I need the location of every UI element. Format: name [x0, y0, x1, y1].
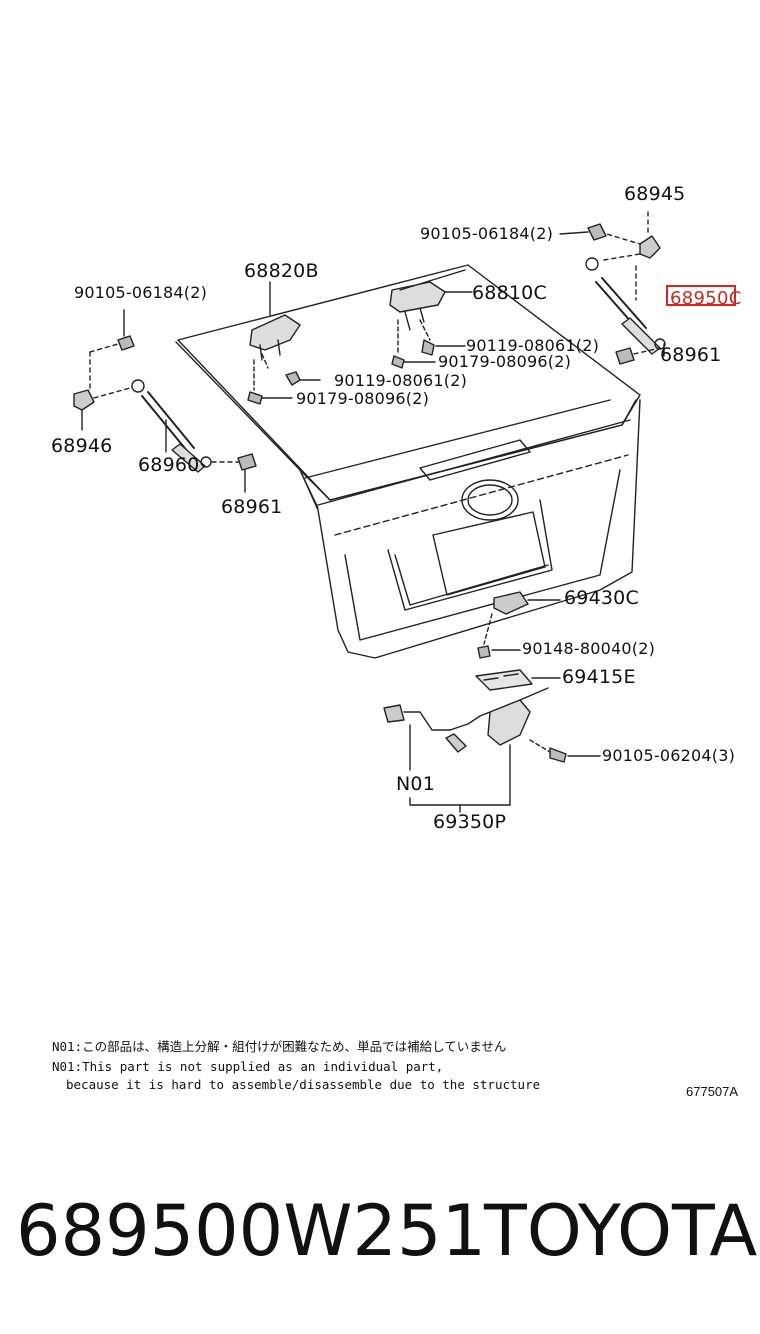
label-69430c: 69430C [564, 587, 639, 609]
label-68946: 68946 [51, 435, 113, 457]
label-69350p: 69350P [433, 811, 507, 833]
label-90119-08061-right: 90119-08061(2) [466, 336, 600, 355]
lock-assembly-69350p [383, 687, 601, 813]
hinge-68820b [247, 281, 321, 405]
stud-68961-left [211, 453, 257, 493]
note-english-line1: N01:This part is not supplied as an indi… [52, 1059, 444, 1074]
label-90105-06184-right: 90105-06184(2) [420, 224, 554, 243]
stud-68961-right [615, 343, 665, 365]
bracket-68946 [73, 387, 131, 431]
highlighted-part-68950c: 68950C [666, 285, 741, 309]
label-68960: 68960 [138, 454, 200, 476]
label-90179-08096-left: 90179-08096(2) [296, 389, 430, 408]
label-68945: 68945 [624, 183, 686, 205]
label-69415e: 69415E [562, 666, 636, 688]
label-68961-right: 68961 [660, 344, 722, 366]
label-90179-08096-right: 90179-08096(2) [438, 352, 572, 371]
note-english-line2: because it is hard to assemble/disassemb… [66, 1077, 541, 1092]
label-90119-08061-left: 90119-08061(2) [334, 371, 468, 390]
note-japanese: N01:この部品は、構造上分解・組付けが困難なため、単品では補給していません [52, 1039, 507, 1054]
label-90148-80040: 90148-80040(2) [522, 639, 656, 658]
right-gas-strut [585, 257, 666, 355]
label-90105-06204: 90105-06204(3) [602, 746, 736, 765]
label-68820b: 68820B [244, 260, 319, 282]
bracket-68945 [587, 211, 661, 261]
cover-69415e [475, 669, 561, 691]
bolt-left-upper [89, 309, 135, 393]
diagram-code: 677507A [686, 1084, 739, 1099]
handle-69430c [477, 591, 561, 659]
label-n01: N01 [396, 773, 435, 795]
label-68961-left: 68961 [221, 496, 283, 518]
label-68950c: 68950C [670, 288, 742, 309]
part-number-title: 689500W251 [16, 1190, 487, 1272]
label-68810c: 68810C [472, 282, 547, 304]
back-door-panel [175, 264, 641, 659]
left-gas-strut [131, 379, 212, 473]
brand-title: TOYOTA [484, 1190, 758, 1272]
label-90105-06184-left: 90105-06184(2) [74, 283, 208, 302]
